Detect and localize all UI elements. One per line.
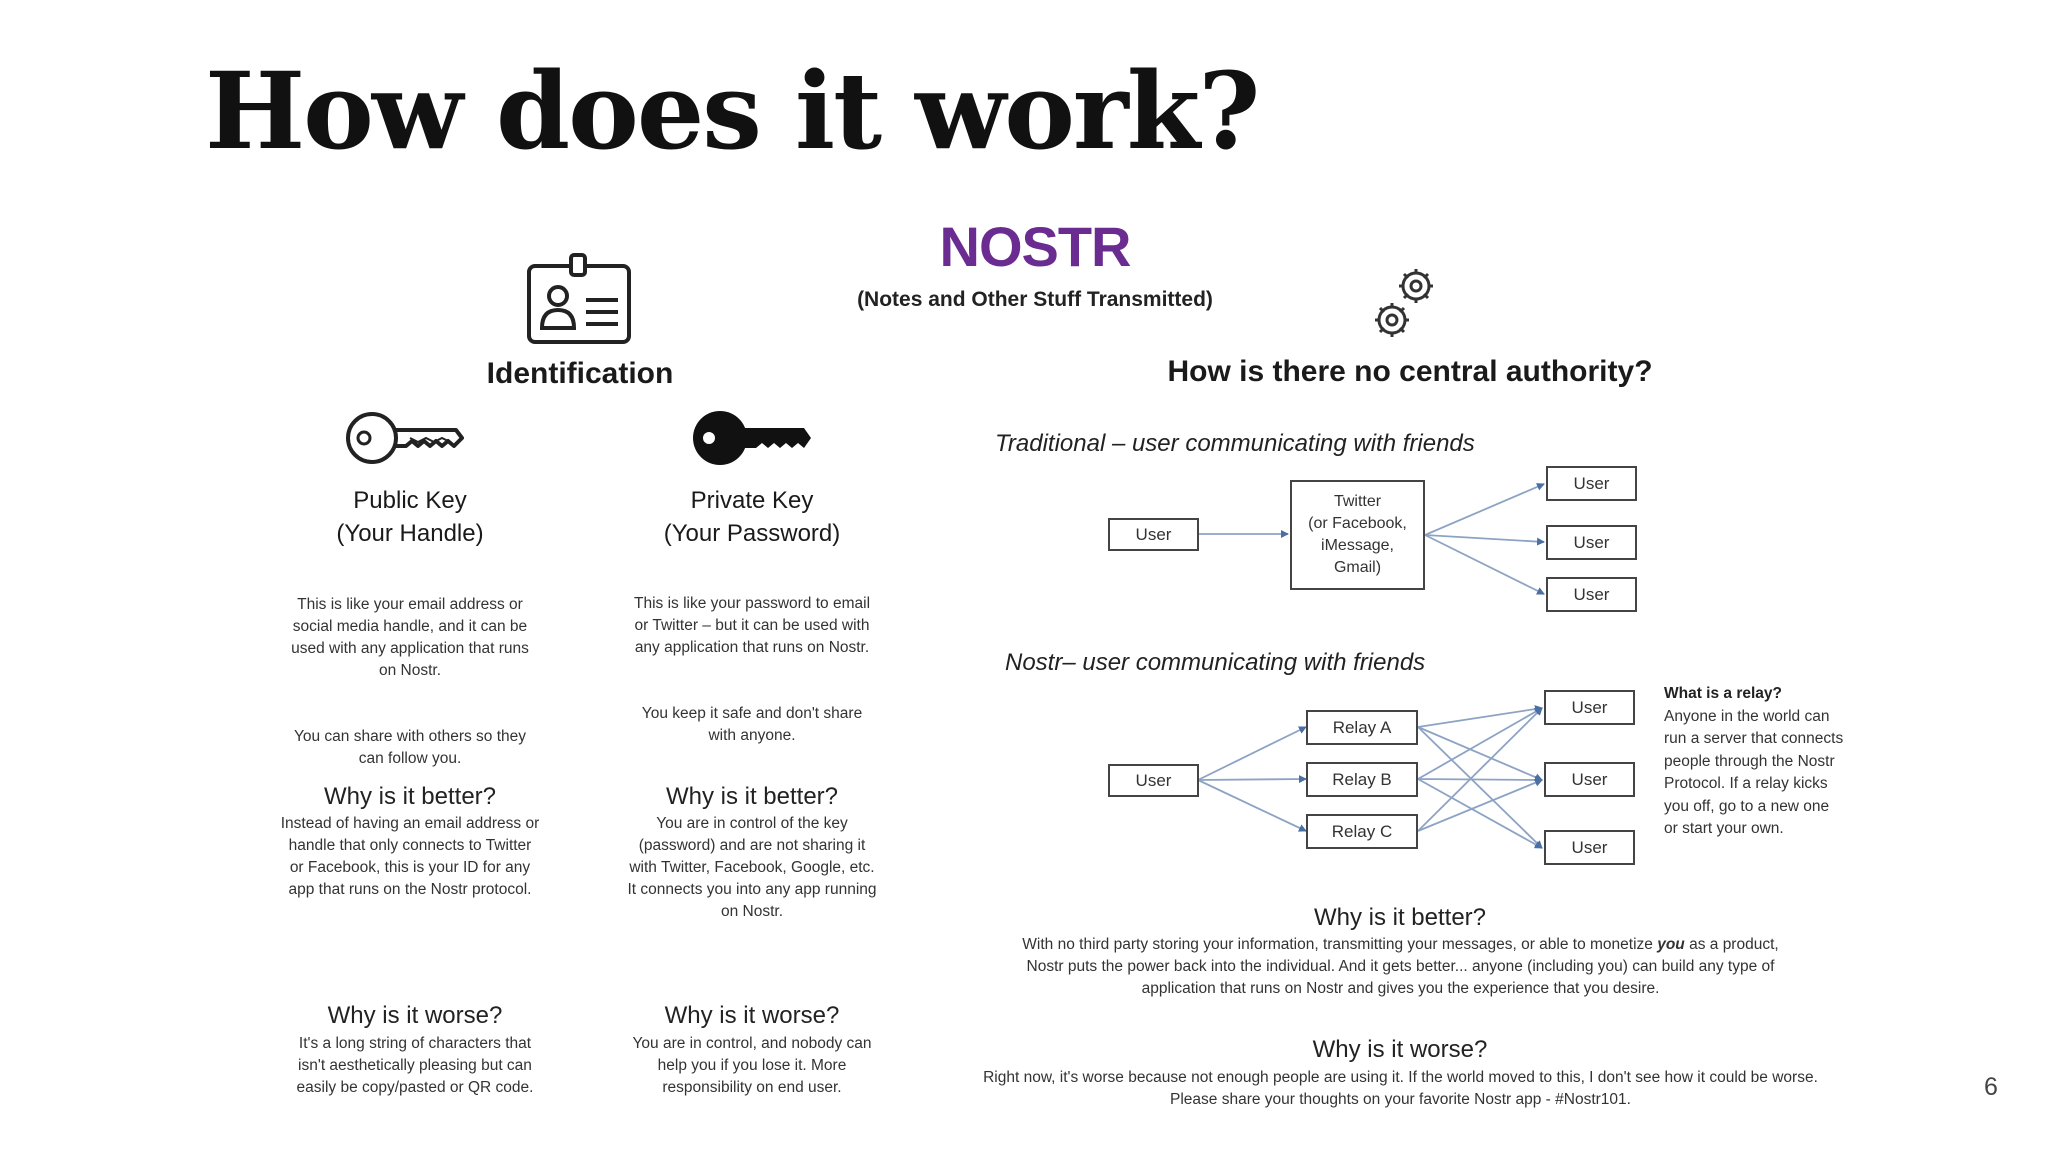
- private-key-desc-1: This is like your password to email or T…: [633, 595, 871, 656]
- traditional-user-box: User: [1108, 518, 1199, 551]
- relay-note-heading: What is a relay?: [1664, 685, 1783, 702]
- public-key-worse-heading: Why is it worse?: [327, 1002, 503, 1029]
- authority-worse-text: Right now, it's worse because not enough…: [983, 1069, 1818, 1108]
- public-key-description: This is like your email address or socia…: [255, 572, 565, 814]
- nostr-caption: Nostr– user communicating with friends: [1005, 649, 1426, 676]
- private-key-worse-heading: Why is it worse?: [664, 1002, 840, 1029]
- private-key-icon: [693, 411, 811, 465]
- gears-icon: [1375, 269, 1433, 337]
- relay-explanation: What is a relay? Anyone in the world can…: [1664, 683, 1844, 841]
- authority-better-heading: Why is it better?: [1313, 904, 1487, 931]
- relay-box: Relay A: [1306, 710, 1418, 745]
- page-number: 6: [1984, 1073, 1998, 1101]
- public-key-better-heading: Why is it better?: [323, 783, 497, 810]
- traditional-friend-box: User: [1546, 577, 1637, 612]
- traditional-hub-box: Twitter (or Facebook, iMessage, Gmail): [1290, 480, 1425, 590]
- nostr-subtitle: (Notes and Other Stuff Transmitted): [857, 288, 1213, 311]
- public-key-desc-2: You can share with others so they can fo…: [293, 728, 527, 767]
- private-key-better-text: You are in control of the key (password)…: [627, 815, 877, 920]
- private-key-desc-2: You keep it safe and don't share with an…: [641, 705, 863, 744]
- authority-better-text: With no third party storing your informa…: [1003, 934, 1798, 1000]
- identification-heading: Identification: [486, 357, 674, 390]
- nostr-friend-box: User: [1544, 690, 1635, 725]
- nostr-friend-box: User: [1544, 830, 1635, 865]
- nostr-title: NOSTR: [939, 215, 1132, 278]
- authority-worse-heading: Why is it worse?: [1312, 1036, 1488, 1063]
- private-key-label: Private Key (Your Password): [663, 487, 841, 547]
- slide-title: How does it work?: [205, 48, 1260, 173]
- id-badge-icon: [527, 253, 631, 344]
- relay-note-text: Anyone in the world can run a server tha…: [1664, 707, 1844, 838]
- authority-better-text-2: as a product, Nostr puts the power back …: [1026, 936, 1779, 997]
- public-key-desc-1: This is like your email address or socia…: [291, 596, 529, 679]
- traditional-friend-box: User: [1546, 525, 1637, 560]
- private-key-better-heading: Why is it better?: [665, 783, 839, 810]
- nostr-friend-box: User: [1544, 762, 1635, 797]
- public-key-better-text: Instead of having an email address or ha…: [280, 815, 540, 898]
- private-key-worse-text: You are in control, and nobody can help …: [632, 1035, 872, 1096]
- authority-better-text-1: With no third party storing your informa…: [1022, 936, 1658, 953]
- public-key-icon: [346, 412, 464, 464]
- authority-better-text-emphasis: you: [1657, 936, 1685, 953]
- private-key-description: This is like your password to email or T…: [597, 571, 907, 791]
- traditional-friend-box: User: [1546, 466, 1637, 501]
- public-key-worse-text: It's a long string of characters that is…: [296, 1035, 534, 1096]
- nostr-user-box: User: [1108, 764, 1199, 797]
- central-authority-heading: How is there no central authority?: [1167, 355, 1653, 388]
- relay-box: Relay C: [1306, 814, 1418, 849]
- relay-box: Relay B: [1306, 762, 1418, 797]
- public-key-label: Public Key (Your Handle): [336, 487, 484, 547]
- traditional-caption: Traditional – user communicating with fr…: [995, 430, 1475, 457]
